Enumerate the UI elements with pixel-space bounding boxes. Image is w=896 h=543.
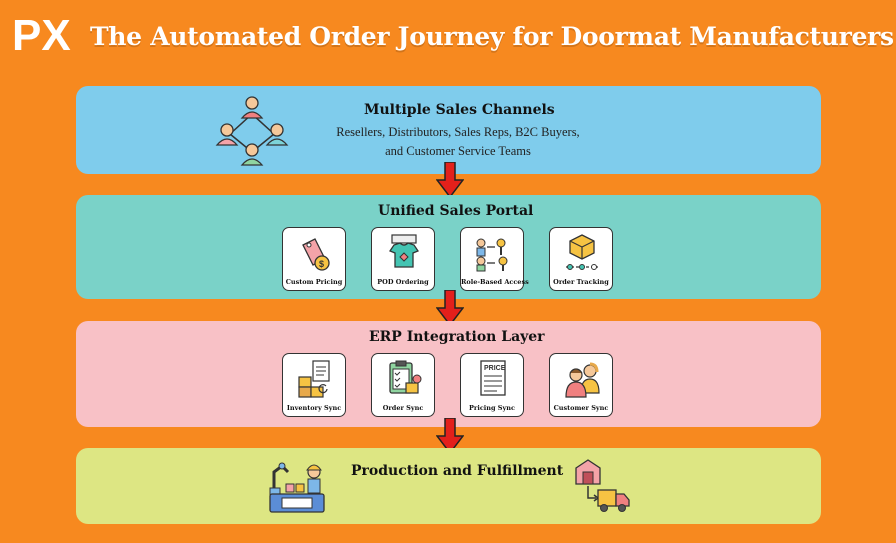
card-label: Order Sync xyxy=(382,404,424,412)
sales-channels-title: Multiple Sales Channels xyxy=(364,102,555,118)
sales-portal-panel: Unified Sales Portal $ Custom Pricing PO… xyxy=(76,195,821,299)
arrow-down-icon xyxy=(436,418,464,454)
page-title: The Automated Order Journey for Doormat … xyxy=(90,22,894,51)
card-label: Role-Based Access xyxy=(461,278,529,286)
card-label: Inventory Sync xyxy=(286,404,342,412)
erp-layer-panel: ERP Integration Layer Inventory Sync Ord… xyxy=(76,321,821,427)
card-label: Customer Sync xyxy=(553,404,609,412)
subtitle-line-1: Resellers, Distributors, Sales Reps, B2C… xyxy=(336,125,580,139)
factory-robot-icon xyxy=(269,462,325,513)
people-network-icon xyxy=(215,96,289,166)
customers-icon xyxy=(565,362,600,398)
package-tracking-icon xyxy=(566,234,598,270)
access-keys-icon xyxy=(476,238,508,272)
arrow-down-icon xyxy=(436,290,464,326)
price-tag-icon: $ xyxy=(302,238,330,271)
shirt-print-icon xyxy=(389,234,419,268)
card-label: POD Ordering xyxy=(377,278,429,286)
order-sync-card: Order Sync xyxy=(371,353,435,417)
production-title: Production and Fulfillment xyxy=(351,463,564,479)
pricing-sync-card: PRICE Pricing Sync xyxy=(460,353,524,417)
svg-text:PRICE: PRICE xyxy=(484,365,506,372)
sales-portal-title: Unified Sales Portal xyxy=(378,203,534,219)
pod-ordering-card: POD Ordering xyxy=(371,227,435,291)
role-based-access-card: Role-Based Access xyxy=(460,227,529,291)
arrow-down-icon xyxy=(436,162,464,198)
customer-sync-card: Customer Sync xyxy=(549,353,613,417)
inventory-icon xyxy=(298,360,330,398)
order-tracking-card: Order Tracking xyxy=(549,227,613,291)
custom-pricing-card: $ Custom Pricing xyxy=(282,227,346,291)
subtitle-line-2: and Customer Service Teams xyxy=(385,144,531,158)
price-list-icon: PRICE xyxy=(480,360,506,396)
svg-text:$: $ xyxy=(319,259,324,269)
production-panel: Production and Fulfillment xyxy=(76,448,821,524)
logo-text: PX xyxy=(12,11,71,54)
card-label: Pricing Sync xyxy=(469,404,515,412)
sales-channels-panel: Multiple Sales Channels Resellers, Distr… xyxy=(76,86,821,174)
sales-channels-subtitle: Resellers, Distributors, Sales Reps, B2C… xyxy=(308,123,608,161)
px-logo: PX xyxy=(12,10,74,60)
warehouse-truck-icon xyxy=(575,459,630,512)
card-label: Custom Pricing xyxy=(285,278,343,286)
card-label: Order Tracking xyxy=(553,278,609,286)
order-clipboard-icon xyxy=(389,360,422,394)
erp-layer-title: ERP Integration Layer xyxy=(369,329,545,345)
inventory-sync-card: Inventory Sync xyxy=(282,353,346,417)
